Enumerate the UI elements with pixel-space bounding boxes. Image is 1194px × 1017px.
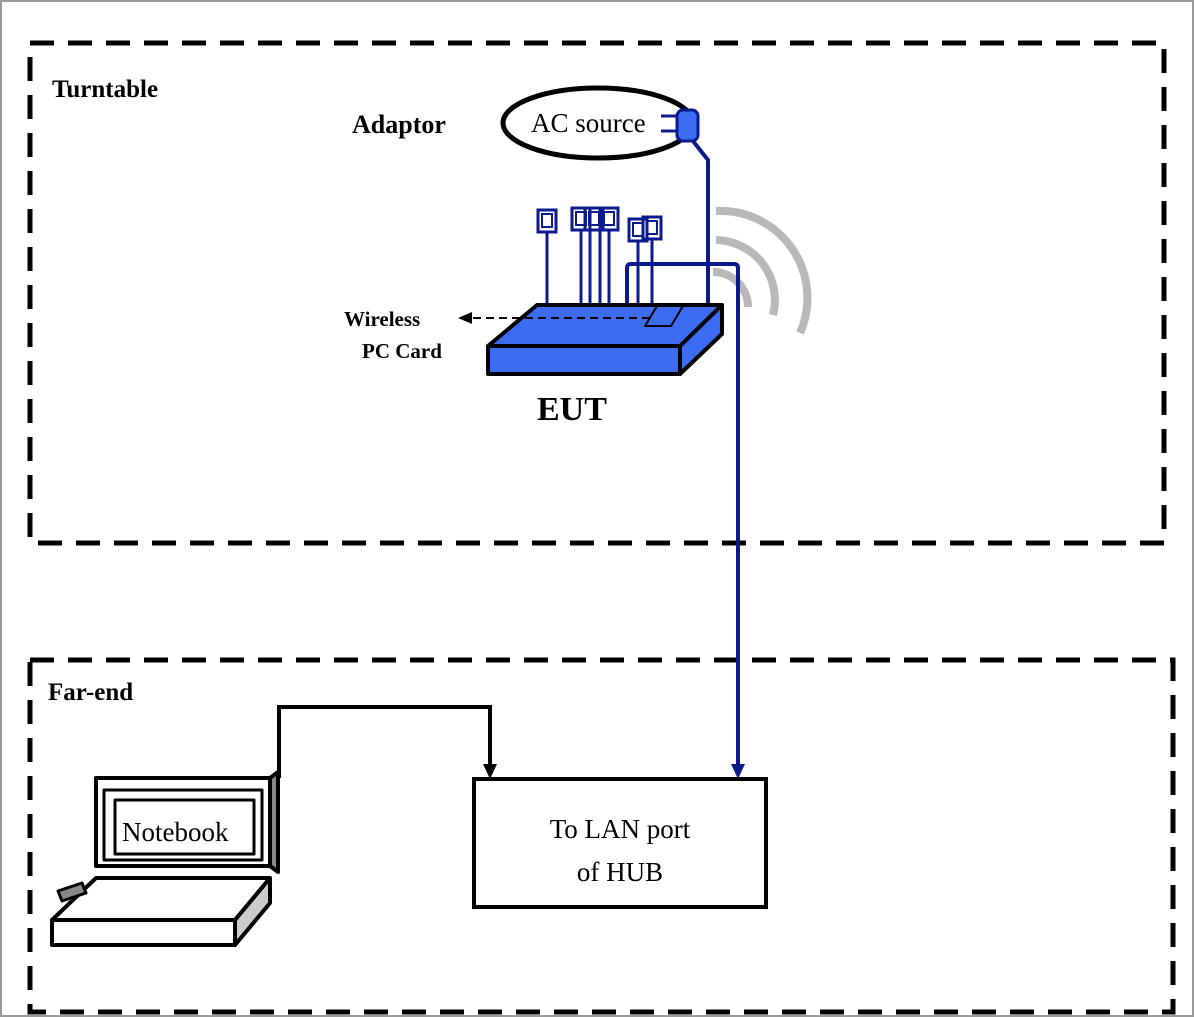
antenna-group (536, 206, 663, 305)
eut-device (486, 303, 724, 376)
lan-cable (625, 262, 740, 766)
farend-label: Far-end (48, 679, 133, 706)
wireless-card-arrowhead (458, 312, 472, 324)
wireless-signal-icon (712, 206, 812, 335)
turntable-label: Turntable (52, 76, 158, 103)
wireless-label-line2: PC Card (362, 339, 442, 363)
power-cable (691, 139, 710, 305)
hub-label-line1: To LAN port (550, 814, 691, 844)
eut-label: EUT (537, 391, 607, 428)
notebook-label: Notebook (122, 817, 229, 847)
notebook-cable (277, 705, 492, 778)
turntable-boundary (27, 40, 1167, 546)
notebook-cable-arrowhead (483, 764, 497, 779)
lan-cable-arrowhead (731, 764, 745, 779)
power-plug-icon (661, 108, 700, 143)
adaptor-label: Adaptor (352, 110, 446, 139)
farend-boundary (27, 657, 1176, 1015)
ac-source-label: AC source (531, 108, 646, 138)
notebook-icon (50, 770, 280, 947)
hub-label-line2: of HUB (577, 857, 663, 887)
lan-hub-box (472, 777, 768, 909)
wireless-label-line1: Wireless (344, 307, 420, 331)
